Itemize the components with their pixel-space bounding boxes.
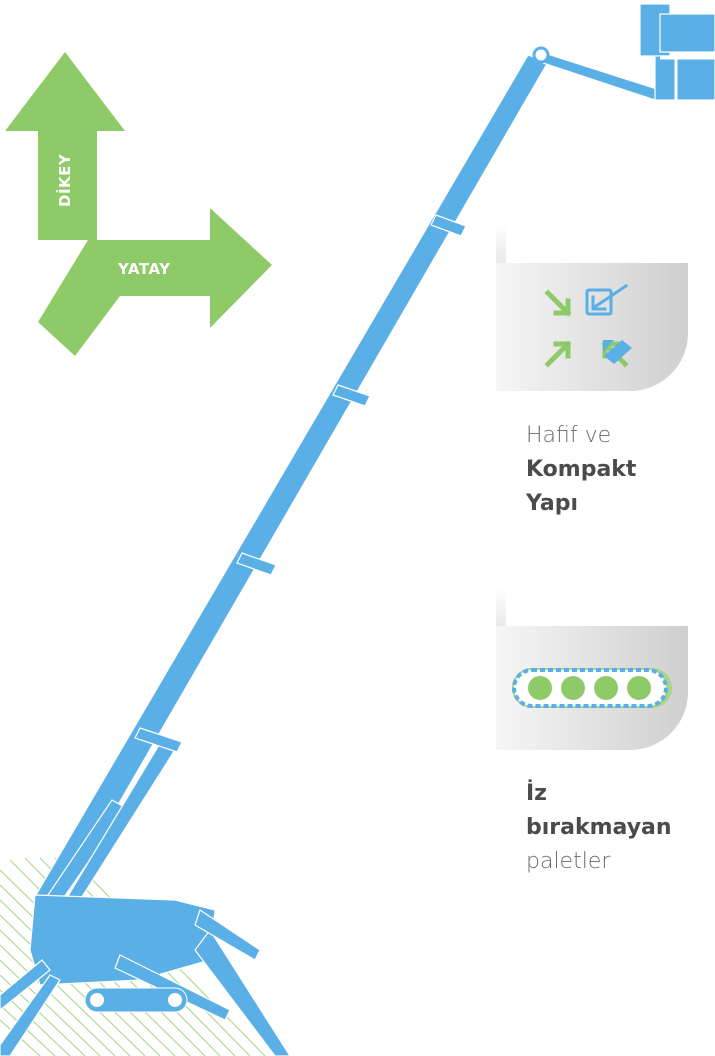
feature-line-3: Yapı (526, 491, 579, 516)
vertical-arrow-icon (5, 52, 125, 240)
feature-line-2: bırakmayan (526, 815, 672, 840)
horizontal-arrow-label: YATAY (118, 260, 171, 278)
feature-line-1: Hafif ve (526, 423, 612, 448)
feature-line-1: İz (526, 781, 547, 806)
vertical-arrow-label: DİKEY (56, 153, 74, 207)
crawler-track-icon (512, 668, 672, 708)
card-stem (496, 588, 506, 626)
spider-lift (0, 3, 715, 1056)
feature-text-tracks: İz bırakmayan paletler (526, 777, 711, 879)
compact-arrows-icon (544, 283, 632, 368)
horizontal-arrow-icon (38, 208, 272, 356)
feature-line-3: paletler (526, 849, 611, 874)
feature-text-compact: Hafif ve Kompakt Yapı (526, 419, 711, 521)
feature-line-2: Kompakt (526, 457, 637, 482)
base-track-icon (84, 987, 188, 1013)
card-stem (496, 225, 506, 263)
